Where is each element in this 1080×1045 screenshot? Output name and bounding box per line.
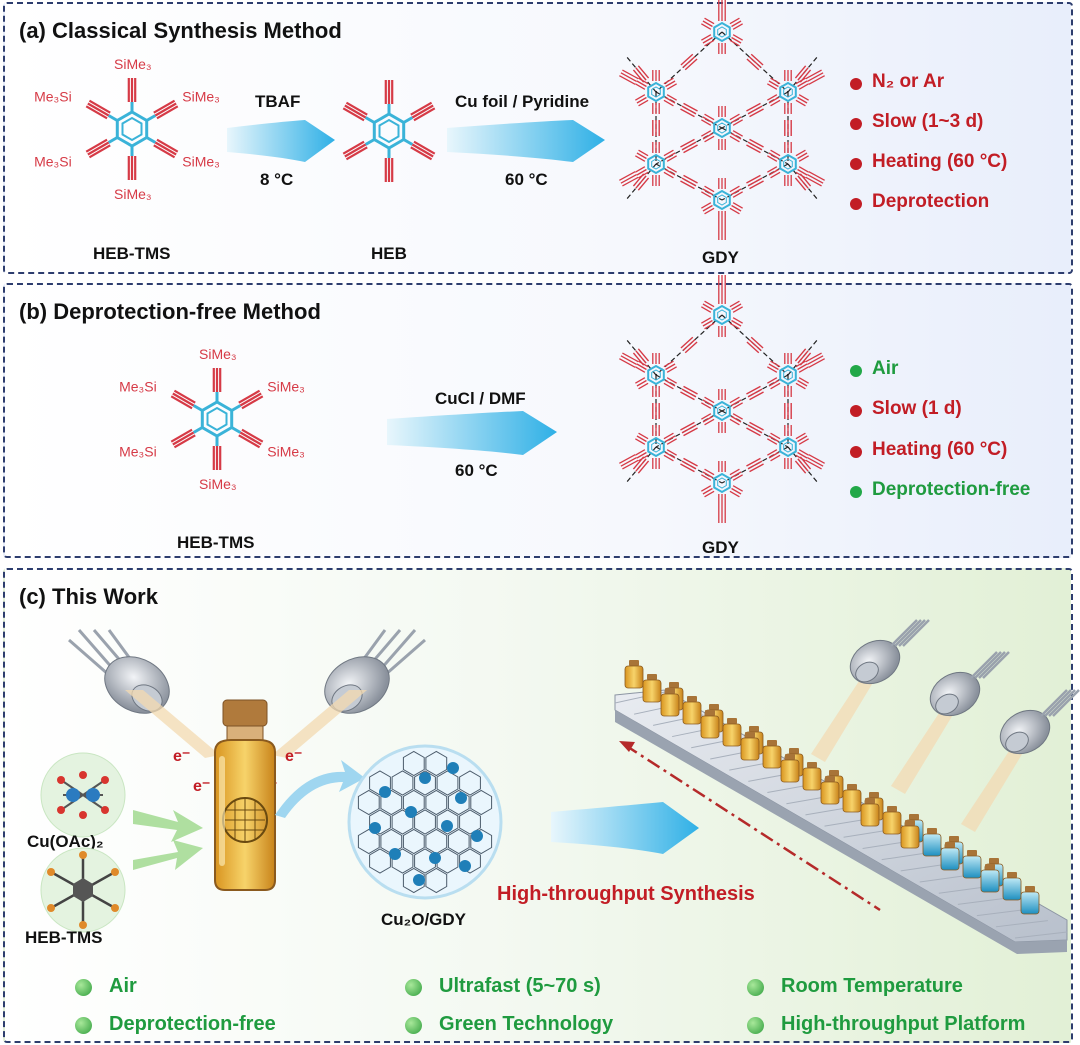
cu2o-gdy-label: Cu₂O/GDY (381, 910, 466, 929)
svg-text:SiMe₃: SiMe₃ (267, 444, 305, 460)
cu-oac-label: Cu(OAc)₂ (27, 832, 104, 851)
heb-label: HEB (371, 244, 407, 263)
condition-bullet (850, 118, 862, 130)
svg-text:SiMe₃: SiMe₃ (199, 346, 237, 362)
condition-air: Air (872, 358, 899, 379)
transfer-arrow (275, 760, 365, 818)
svg-text:SiMe₃: SiMe₃ (114, 56, 152, 72)
feature-green-technology: Green Technology (439, 1013, 614, 1035)
condition-time: Slow (1~3 d) (872, 111, 984, 132)
panel-c-title: (c) This Work (19, 584, 158, 609)
condition-bullet (850, 365, 862, 377)
cu2o-gdy-product (347, 744, 503, 900)
svg-text:SiMe₃: SiMe₃ (182, 154, 220, 170)
condition-deprotection: Deprotection (872, 191, 990, 212)
panel-b-title: (b) Deprotection-free Method (19, 299, 321, 324)
feature-bullet (747, 979, 764, 996)
tbaf-label: TBAF (255, 92, 301, 111)
svg-text:SiMe₃: SiMe₃ (267, 379, 305, 395)
gdy-label-a: GDY (702, 248, 739, 267)
condition-heating: Heating (60 °C) (872, 439, 1008, 460)
feature-bullet (75, 979, 92, 996)
cu-oac-bubble (40, 752, 126, 838)
condition-heating: Heating (60 °C) (872, 151, 1008, 172)
condition-bullet (850, 446, 862, 458)
electron-gun-array (811, 619, 1080, 832)
feature-bullet (747, 1017, 764, 1034)
svg-text:SiMe₃: SiMe₃ (114, 186, 152, 202)
conveyor-belt (614, 660, 1068, 954)
electron-beam-left (125, 690, 220, 758)
reaction-arrow-1 (227, 120, 335, 162)
heb-tms-bubble (40, 847, 126, 933)
svg-text:SiMe₃: SiMe₃ (199, 476, 237, 492)
svg-text:Me₃Si: Me₃Si (119, 379, 157, 395)
electron-label: e⁻ (285, 748, 303, 765)
feature-bullet (75, 1017, 92, 1034)
temp-60c-label-a: 60 °C (505, 170, 548, 189)
condition-bullet (850, 78, 862, 90)
condition-time: Slow (1 d) (872, 398, 962, 419)
feature-high-throughput-platform: High-throughput Platform (781, 1013, 1026, 1035)
condition-atmosphere: N₂ or Ar (872, 71, 945, 92)
panel-c: (c) This Work Cu(OAc)₂ HEB-TMS (3, 568, 1080, 1043)
svg-text:SiMe₃: SiMe₃ (182, 89, 220, 105)
svg-text:Me₃Si: Me₃Si (34, 89, 72, 105)
condition-bullet (850, 198, 862, 210)
electron-beam-right (272, 690, 367, 758)
gdy-network-b (619, 275, 825, 523)
condition-deprotection-free: Deprotection-free (872, 479, 1031, 500)
cu-foil-label: Cu foil / Pyridine (455, 92, 590, 111)
throughput-arrow (551, 802, 699, 854)
gdy-network-a (619, 0, 825, 240)
condition-bullet (850, 405, 862, 417)
cucl-dmf-label: CuCl / DMF (435, 389, 526, 408)
reaction-arrow-b (387, 411, 557, 455)
reaction-arrow-2 (447, 120, 605, 162)
heb-tms-label-a: HEB-TMS (93, 244, 171, 263)
gdy-label-b: GDY (702, 538, 739, 557)
svg-text:Me₃Si: Me₃Si (34, 154, 72, 170)
heb-molecule (342, 80, 436, 182)
electron-label: e⁻ (173, 748, 191, 765)
condition-bullet (850, 486, 862, 498)
heb-tms-label-b: HEB-TMS (177, 533, 255, 552)
heb-tms-label-c: HEB-TMS (25, 928, 103, 947)
electron-label: e⁻ (193, 778, 211, 795)
high-throughput-label: High-throughput Synthesis (497, 883, 755, 905)
feature-air: Air (109, 975, 137, 997)
feed-arrows (133, 810, 203, 870)
temp-8c-label: 8 °C (260, 170, 294, 189)
feature-deprotection-free: Deprotection-free (109, 1013, 276, 1035)
feature-bullet (405, 1017, 422, 1034)
panel-a-title: (a) Classical Synthesis Method (19, 18, 342, 43)
feature-ultrafast: Ultrafast (5~70 s) (439, 975, 601, 997)
condition-bullet (850, 158, 862, 170)
reaction-vial (214, 699, 276, 891)
feature-bullet (405, 979, 422, 996)
feature-room-temperature: Room Temperature (781, 975, 963, 997)
svg-text:Me₃Si: Me₃Si (119, 444, 157, 460)
temp-60c-label-b: 60 °C (455, 461, 498, 480)
